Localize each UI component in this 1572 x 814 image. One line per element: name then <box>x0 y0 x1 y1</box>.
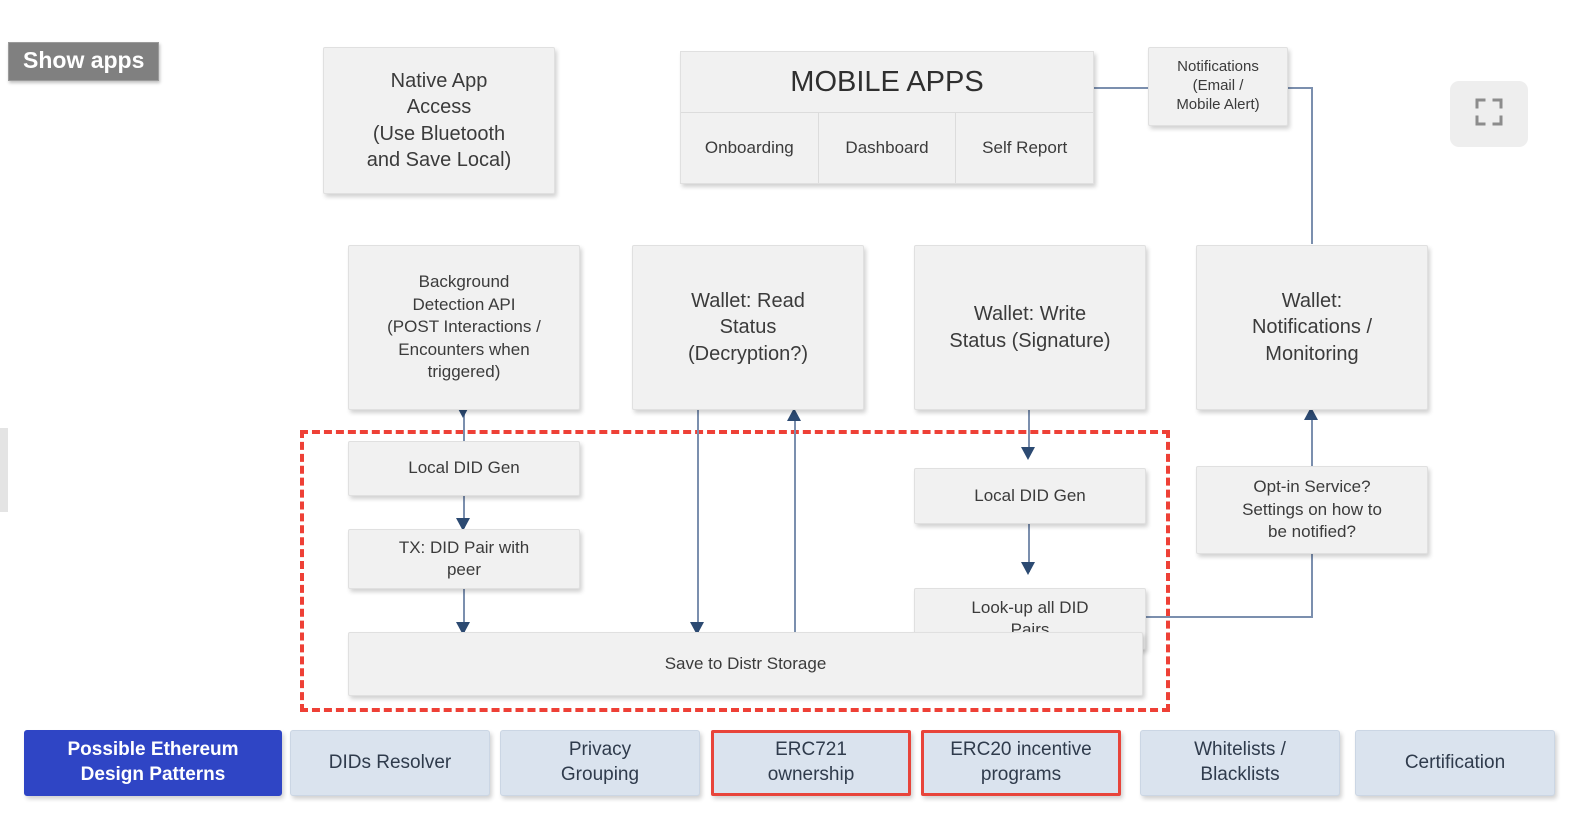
arrowhead-txpair-savestorage <box>456 622 470 635</box>
connector-bgdetect-localdid <box>463 410 465 443</box>
node-native-app-access[interactable]: Native App Access (Use Bluetooth and Sav… <box>323 47 555 194</box>
pattern-certification[interactable]: Certification <box>1355 730 1555 796</box>
node-save-to-distr-storage[interactable]: Save to Distr Storage <box>348 632 1143 696</box>
node-wallet-read-status[interactable]: Wallet: Read Status (Decryption?) <box>632 245 864 410</box>
connector-localdid-txpair <box>463 496 465 528</box>
connector-lookup-right <box>1143 616 1313 618</box>
connector-notifications-right <box>1288 87 1313 89</box>
mobile-apps-sub-onboarding[interactable]: Onboarding <box>681 113 819 183</box>
node-mobile-apps-group[interactable]: MOBILE APPS Onboarding Dashboard Self Re… <box>680 51 1094 184</box>
node-wallet-notifications-monitoring[interactable]: Wallet: Notifications / Monitoring <box>1196 245 1428 410</box>
connector-walletwrite-localdid <box>1028 409 1030 455</box>
left-edge-stub <box>0 428 8 512</box>
show-apps-button[interactable]: Show apps <box>8 42 160 82</box>
mobile-apps-sub-dashboard[interactable]: Dashboard <box>819 113 957 183</box>
pattern-erc20-incentive-programs[interactable]: ERC20 incentive programs <box>921 730 1121 796</box>
fullscreen-expand-icon <box>1473 96 1505 133</box>
mobile-apps-sub-selfreport[interactable]: Self Report <box>982 138 1068 157</box>
pattern-privacy-grouping[interactable]: Privacy Grouping <box>500 730 700 796</box>
node-local-did-gen-right[interactable]: Local DID Gen <box>914 468 1146 524</box>
node-background-detection-api[interactable]: Background Detection API (POST Interacti… <box>348 245 580 410</box>
arrowhead-walletread-savestorage <box>690 622 704 635</box>
pattern-erc721-ownership[interactable]: ERC721 ownership <box>711 730 911 796</box>
node-wallet-write-status[interactable]: Wallet: Write Status (Signature) <box>914 245 1146 410</box>
pattern-whitelists-blacklists[interactable]: Whitelists / Blacklists <box>1140 730 1340 796</box>
connector-savestorage-walletread <box>794 418 796 636</box>
pattern-possible-ethereum-design-patterns[interactable]: Possible Ethereum Design Patterns <box>24 730 282 796</box>
mobile-apps-title: MOBILE APPS <box>681 52 1093 113</box>
arrowhead-lookup-walletnotifications <box>1304 407 1318 420</box>
connector-mobileapps-notifications <box>1094 87 1148 89</box>
node-local-did-gen-left[interactable]: Local DID Gen <box>348 441 580 496</box>
mobile-apps-subrow: Onboarding Dashboard Self Report <box>681 113 1093 183</box>
fullscreen-button[interactable] <box>1450 81 1528 147</box>
node-opt-in-service[interactable]: Opt-in Service? Settings on how to be no… <box>1196 466 1428 554</box>
arrowhead-localdidright-lookup <box>1021 562 1035 575</box>
dashed-boundary-region <box>300 430 1170 712</box>
node-notifications[interactable]: Notifications (Email / Mobile Alert) <box>1148 47 1288 126</box>
connector-txpair-savestorage <box>463 589 465 634</box>
connector-walletread-savestorage <box>697 409 699 634</box>
connector-localdidright-lookup <box>1028 524 1030 572</box>
arrowhead-walletwrite-localdid <box>1021 447 1035 460</box>
pattern-dids-resolver[interactable]: DIDs Resolver <box>290 730 490 796</box>
arrowhead-savestorage-walletread <box>787 408 801 421</box>
arrowhead-localdid-txpair <box>456 518 470 531</box>
node-tx-did-pair-with-peer[interactable]: TX: DID Pair with peer <box>348 529 580 589</box>
connector-notifications-down <box>1311 87 1313 244</box>
